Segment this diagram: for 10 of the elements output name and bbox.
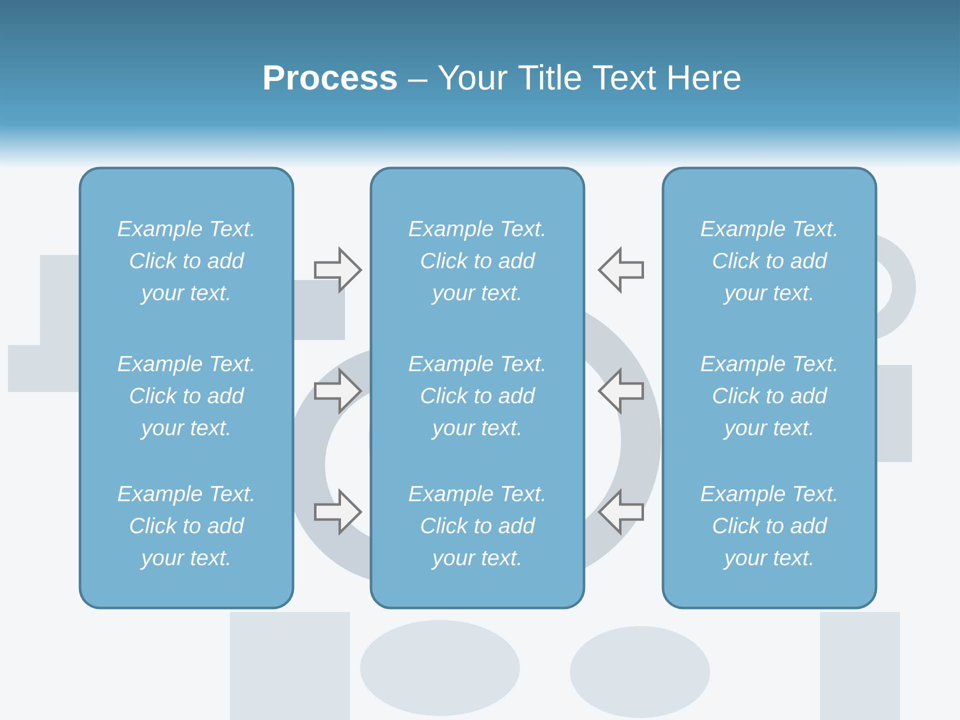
block-arrow (597, 488, 644, 536)
process-box: Example Text. Click to add your text. Example Text. Click to add your text. Example Text. Click to add your text. (662, 166, 878, 610)
title: Process – Your Title Text Here (264, 64, 740, 90)
process-box: Example Text. Click to add your text. Example Text. Click to add your text. Example Text. Click to add your text. (370, 166, 586, 610)
block-arrow (597, 246, 644, 294)
process-box: Example Text. Click to add your text. Example Text. Click to add your text. Example Text. Click to add your text. (78, 166, 294, 610)
block-arrow (597, 367, 644, 415)
block-arrow (314, 367, 363, 415)
block-arrow (314, 246, 363, 294)
block-arrow (314, 488, 363, 536)
